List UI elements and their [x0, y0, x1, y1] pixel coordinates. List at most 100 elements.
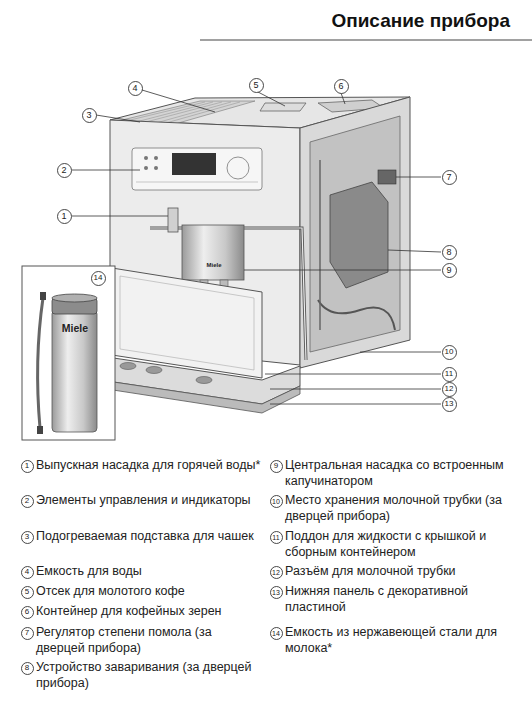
callout-number: 10: [272, 498, 280, 505]
callout-number: 13: [272, 589, 280, 596]
callout-circle: [57, 163, 71, 177]
milk-container: [52, 310, 97, 432]
tube: [319, 160, 321, 330]
button: [144, 156, 148, 160]
interior: [310, 116, 400, 352]
callout-circle: [21, 460, 33, 472]
callout-circle: [21, 586, 33, 598]
leader-line: [244, 270, 441, 271]
flap-inner: [120, 276, 254, 370]
callout-circle: [270, 460, 282, 472]
page-title: Описание прибора: [331, 10, 510, 32]
header-rule: [200, 39, 532, 40]
tube: [318, 300, 395, 330]
callout-number: 14: [272, 630, 280, 637]
callout-number: 1: [21, 460, 34, 473]
button: [144, 166, 148, 170]
leader-line: [142, 90, 215, 112]
callout-circle: [249, 78, 263, 92]
callout-number: 5: [249, 78, 264, 93]
drip-hole: [196, 377, 212, 384]
cup-warmer: [118, 101, 255, 124]
part-description: Подогреваемая подставка для чашек: [36, 529, 262, 545]
callout-number: 12: [270, 566, 283, 579]
button: [154, 166, 158, 170]
callout-number: 4: [128, 81, 143, 96]
callout-circle: [21, 566, 33, 578]
callout-number: 7: [21, 627, 34, 640]
callout-number: 14: [94, 274, 103, 282]
callout-number: 7: [442, 170, 457, 185]
leader-line: [388, 250, 441, 252]
drip-hole: [120, 363, 136, 370]
callout-number: 10: [445, 348, 454, 356]
callout-number: 9: [274, 462, 278, 470]
grinder-adjuster: [378, 170, 396, 184]
callout-circle: [270, 627, 282, 639]
callout-number: 2: [57, 163, 72, 178]
panel-line: [136, 182, 258, 183]
callout-number: 3: [21, 531, 34, 544]
callout-number: 7: [446, 173, 451, 182]
milk-tube: [38, 298, 43, 428]
callout-circle: [270, 586, 282, 598]
part-description: Место хранения молочной трубки (за дверц…: [285, 493, 513, 524]
callout-circle: [442, 170, 456, 184]
callout-number: 14: [91, 271, 106, 286]
part-description: Выпускная насадка для горячей воды*: [36, 458, 262, 474]
callout-number: 8: [442, 245, 457, 260]
tube-end: [40, 292, 46, 300]
callout-number: 1: [57, 209, 72, 224]
callout-circle: [442, 245, 456, 259]
brand-mark: Miele: [56, 322, 94, 335]
button: [154, 156, 158, 160]
callout-circle: [270, 495, 282, 507]
part-description: Емкость из нержавеющей стали для молока*: [285, 625, 513, 656]
callout-number: 14: [270, 627, 283, 640]
leader-line: [270, 404, 441, 405]
leader-line: [270, 389, 441, 390]
callout-circle: [57, 209, 71, 223]
callout-number: 6: [25, 608, 29, 616]
leader-line: [265, 374, 441, 375]
callout-number: 2: [21, 495, 34, 508]
callout-circle: [21, 662, 33, 674]
callout-circle: [442, 367, 456, 381]
callout-number: 2: [61, 166, 66, 175]
callout-circle: [270, 566, 282, 578]
brewing-unit: [330, 182, 388, 288]
callout-number: 12: [442, 382, 457, 397]
leader-line: [396, 177, 441, 178]
part-description: Нижняя панель с декоративной пластиной: [285, 584, 513, 615]
callout-number: 10: [442, 345, 457, 360]
callout-circle: [91, 271, 105, 285]
callout-number: 1: [25, 462, 29, 470]
part-description: Элементы управления и индикаторы: [36, 493, 262, 509]
part-description: Отсек для молотого кофе: [36, 584, 262, 600]
central-spout: [182, 225, 244, 280]
callout-circle: [270, 531, 282, 543]
leader-line: [72, 216, 168, 217]
callout-number: 7: [25, 629, 29, 637]
callout-circle: [21, 627, 33, 639]
tube-end: [37, 426, 43, 434]
cup-warmer-grille: [126, 102, 240, 123]
part-description: Контейнер для кофейных зерен: [36, 604, 262, 620]
ground-coffee-flap: [260, 103, 306, 111]
drip-hole: [146, 367, 162, 374]
part-description: Устройство заваривания (за дверцей прибо…: [36, 660, 262, 691]
callout-circle: [442, 345, 456, 359]
control-panel: [132, 148, 262, 190]
callout-number: 4: [25, 568, 29, 576]
callout-number: 6: [334, 79, 349, 94]
part-description: Поддон для жидкости с крышкой и сборным …: [285, 529, 513, 560]
callout-number: 6: [338, 82, 343, 91]
part-description: Центральная насадка со встроенным капучи…: [285, 458, 513, 489]
callout-number: 11: [272, 534, 279, 541]
brand-mark: Miele: [201, 262, 227, 269]
callout-circle: [128, 81, 142, 95]
callout-number: 9: [446, 266, 451, 275]
display: [172, 153, 216, 175]
